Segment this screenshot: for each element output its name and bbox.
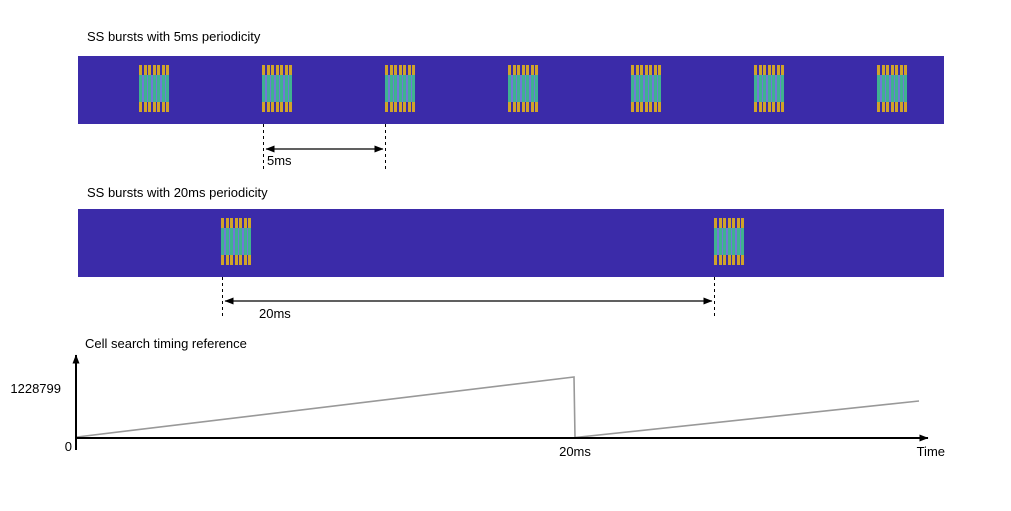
- ssb-column: [139, 65, 142, 112]
- ssb-column: [904, 65, 907, 112]
- band-20ms: [78, 209, 944, 277]
- ssb-column: [526, 65, 529, 112]
- ss-burst: [631, 65, 661, 112]
- ssb-column: [517, 65, 520, 112]
- ssb-column: [271, 65, 274, 112]
- origin-label: 0: [64, 439, 72, 454]
- ssb-column: [243, 218, 247, 265]
- ssb-column: [148, 65, 151, 112]
- ss-burst: [877, 65, 907, 112]
- ssb-column: [398, 65, 402, 112]
- ssb-column: [385, 65, 388, 112]
- ssb-column: [895, 65, 898, 112]
- x-tick-20ms-label: 20ms: [559, 444, 591, 459]
- ss-burst: [221, 218, 251, 265]
- ss-burst: [262, 65, 292, 112]
- ssb-column: [772, 65, 775, 112]
- band-5ms: [78, 56, 944, 124]
- ssb-column: [512, 65, 516, 112]
- ssb-column: [225, 218, 229, 265]
- ssb-column: [781, 65, 784, 112]
- period-20ms-label: 20ms: [259, 306, 291, 321]
- ssb-column: [877, 65, 880, 112]
- ssb-column: [166, 65, 169, 112]
- ssb-column: [412, 65, 415, 112]
- ssb-column: [389, 65, 393, 112]
- span-20ms-annotation: [222, 277, 715, 318]
- ssb-column: [644, 65, 648, 112]
- ssb-column: [239, 218, 242, 265]
- band-5ms-title: SS bursts with 5ms periodicity: [87, 29, 261, 44]
- time-axis-label: Time: [916, 444, 945, 459]
- ssb-column: [508, 65, 511, 112]
- ssb-column: [403, 65, 406, 112]
- ssb-column: [649, 65, 652, 112]
- ssb-column: [653, 65, 657, 112]
- ssb-column: [407, 65, 411, 112]
- ssb-column: [767, 65, 771, 112]
- ssb-column: [776, 65, 780, 112]
- ssb-column: [631, 65, 634, 112]
- ssb-column: [718, 218, 722, 265]
- ssb-column: [723, 218, 726, 265]
- ssb-column: [890, 65, 894, 112]
- ssb-column: [280, 65, 283, 112]
- ssb-column: [886, 65, 889, 112]
- y-peak-label: 1228799: [10, 381, 61, 396]
- ssb-column: [521, 65, 525, 112]
- ssb-column: [758, 65, 762, 112]
- ssb-column: [881, 65, 885, 112]
- ssb-column: [394, 65, 397, 112]
- ssb-column: [658, 65, 661, 112]
- timing-reference-chart: [72, 354, 929, 450]
- ssb-column: [284, 65, 288, 112]
- ssb-column: [221, 218, 224, 265]
- ssb-column: [640, 65, 643, 112]
- ssb-column: [763, 65, 766, 112]
- ss-burst: [385, 65, 415, 112]
- ssb-column: [152, 65, 156, 112]
- ssb-column: [143, 65, 147, 112]
- ssb-column: [754, 65, 757, 112]
- sawtooth-line: [76, 376, 920, 439]
- ssb-column: [635, 65, 639, 112]
- ssb-column: [161, 65, 165, 112]
- ssb-column: [275, 65, 279, 112]
- ss-burst: [508, 65, 538, 112]
- ssb-column: [230, 218, 233, 265]
- ssb-column: [899, 65, 903, 112]
- ssb-column: [266, 65, 270, 112]
- ssb-column: [741, 218, 744, 265]
- ss-burst: [754, 65, 784, 112]
- ss-burst: [714, 218, 744, 265]
- ssb-column: [262, 65, 265, 112]
- chart-title: Cell search timing reference: [85, 336, 247, 351]
- ssb-column: [234, 218, 238, 265]
- ssb-column: [248, 218, 251, 265]
- ssb-column: [736, 218, 740, 265]
- band-20ms-title: SS bursts with 20ms periodicity: [87, 185, 268, 200]
- period-5ms-label: 5ms: [267, 153, 292, 168]
- ssb-column: [714, 218, 717, 265]
- ssb-column: [727, 218, 731, 265]
- ss-burst: [139, 65, 169, 112]
- ssb-column: [732, 218, 735, 265]
- ssb-column: [289, 65, 292, 112]
- ssb-column: [530, 65, 534, 112]
- ssb-column: [157, 65, 160, 112]
- ssb-column: [535, 65, 538, 112]
